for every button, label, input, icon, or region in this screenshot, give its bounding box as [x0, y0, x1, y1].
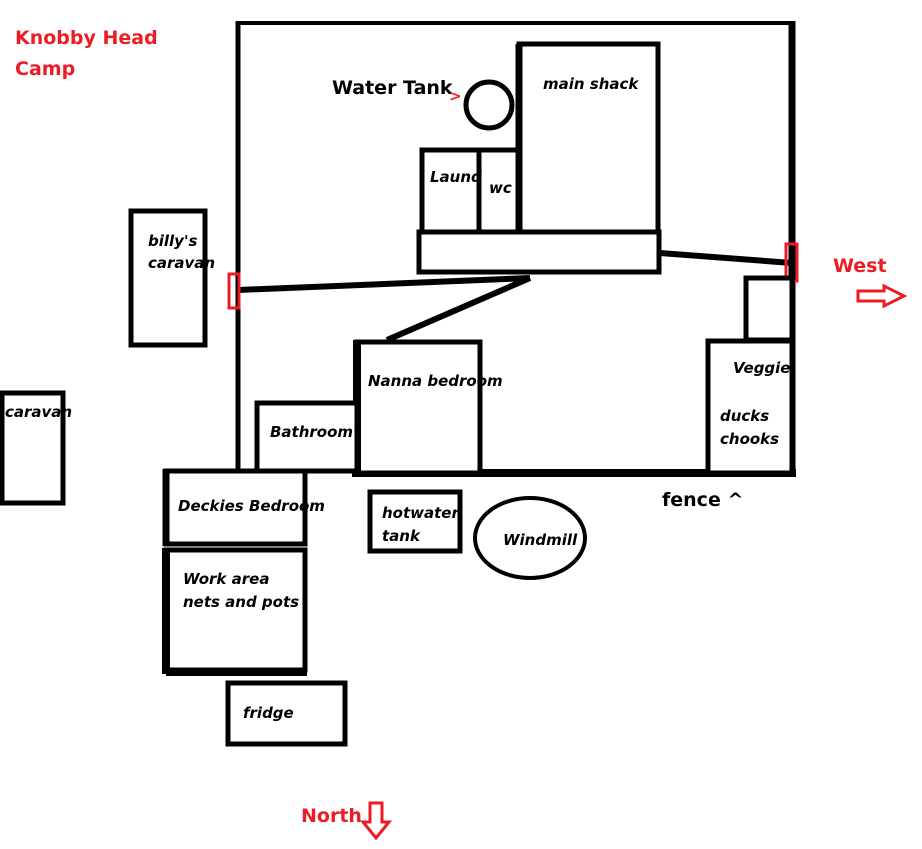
veggie-label: Veggie [733, 359, 790, 377]
water-tank-pointer: > [449, 87, 462, 105]
wc-label: wc [489, 179, 512, 197]
water-tank-label: Water Tank [332, 77, 453, 99]
north-arrow-icon [359, 801, 393, 841]
gate-east-marker [227, 272, 241, 310]
laundry-label: Laund [430, 168, 482, 186]
windmill [473, 496, 587, 580]
ducks-label: ducks [720, 407, 769, 425]
caravan-label: caravan [5, 403, 72, 421]
chooks-label: chooks [720, 430, 779, 448]
hotwater-tank [367, 489, 463, 554]
work-area [163, 547, 308, 673]
north-label: North [301, 805, 362, 827]
main-shack-label: main shack [543, 75, 639, 93]
veggie-pen [705, 338, 795, 476]
hotwater-tank-label-1: hotwater [382, 504, 460, 522]
path-to-nanna [385, 275, 532, 343]
west-arrow-icon [856, 283, 908, 309]
water-tank [463, 79, 515, 131]
verandah [416, 229, 662, 275]
west-label: West [833, 255, 887, 277]
bathroom-label: Bathroom [270, 423, 353, 441]
billys-caravan-label-2: caravan [148, 254, 215, 272]
work-area-label-1: Work area [183, 570, 269, 588]
fridge-label: fridge [243, 704, 294, 722]
small-shed [743, 275, 795, 343]
deckies-bedroom-label: Deckies Bedroom [178, 497, 325, 515]
bathroom [254, 400, 360, 474]
main-shack [516, 41, 661, 235]
fence-label: fence ^ [662, 489, 743, 511]
deckies-bedroom [163, 468, 308, 547]
hotwater-tank-label-2: tank [382, 527, 421, 545]
title-line-1: Knobby Head [15, 27, 158, 49]
nanna-bedroom-label: Nanna bedroom [368, 372, 503, 390]
work-area-label-2: nets and pots [183, 593, 299, 611]
title-line-2: Camp [15, 58, 75, 80]
windmill-label: Windmill [503, 531, 578, 549]
fridge [225, 680, 348, 747]
gate-line-east [237, 275, 531, 293]
nanna-bedroom [354, 339, 483, 476]
caravan [0, 390, 66, 506]
billys-caravan-label-1: billy's [148, 232, 198, 250]
billys-caravan [128, 208, 208, 348]
gate-line-west [659, 250, 793, 266]
